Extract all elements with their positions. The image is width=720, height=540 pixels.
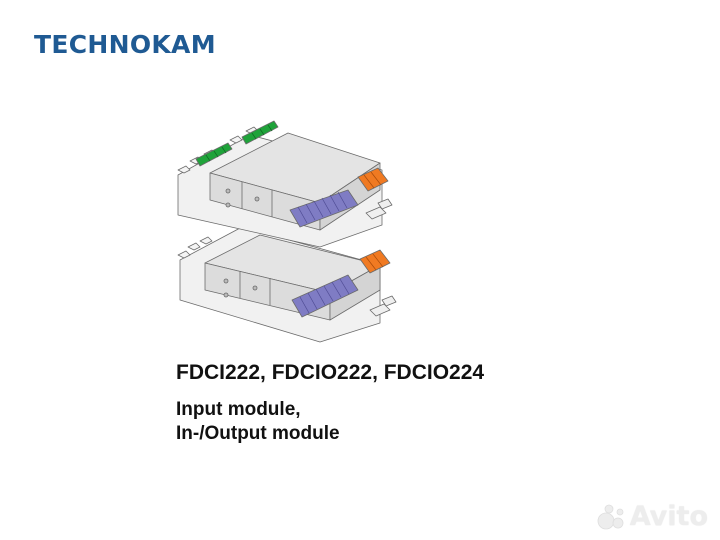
description-line-2: In-/Output module <box>176 423 340 444</box>
product-illustration <box>170 95 430 345</box>
model-numbers: FDCI222, FDCIO222, FDCIO224 <box>176 361 485 384</box>
avito-dots-icon <box>597 504 624 529</box>
brand-logo: TECHNOKAM <box>34 30 216 59</box>
watermark-text: Avito <box>629 501 708 532</box>
product-caption: FDCI222, FDCIO222, FDCIO224 Input module… <box>176 360 484 446</box>
avito-watermark: Avito <box>596 501 708 532</box>
lower-module <box>177 226 397 343</box>
description-line-1: Input module, <box>176 399 301 420</box>
io-module-drawing <box>177 120 397 343</box>
upper-module <box>177 120 393 248</box>
product-description: Input module, In-/Output module <box>176 398 484 446</box>
